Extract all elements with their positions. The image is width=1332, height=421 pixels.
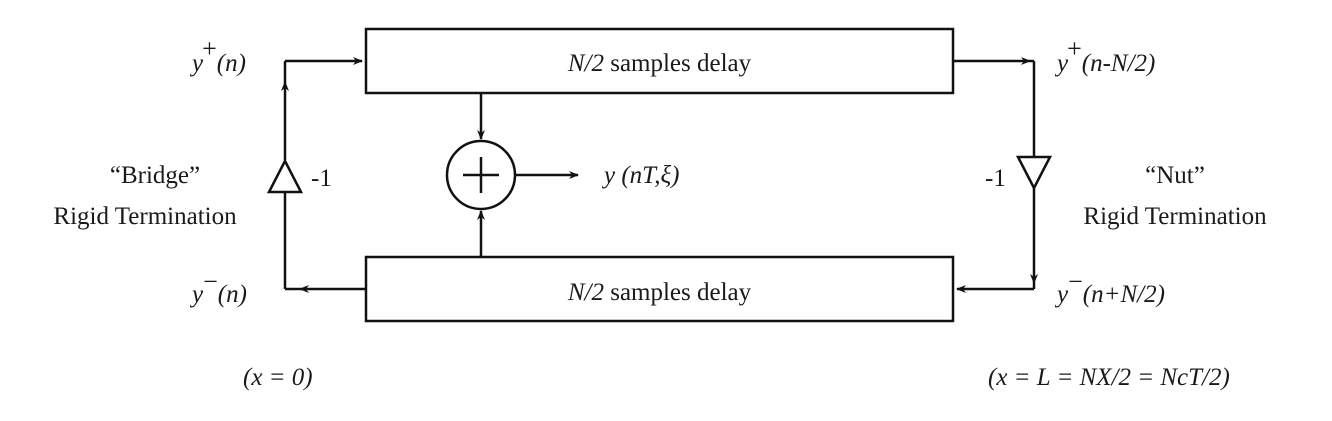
left-position-label: (x = 0) xyxy=(243,364,313,391)
top-delay-label: N/2 samples delay xyxy=(366,50,953,78)
right-inverter-triangle xyxy=(1015,155,1053,191)
signal-y-minus-n-plus-half: y−(n+N/2) xyxy=(1057,267,1165,308)
signal-y-plus-n-minus-half: y+(n-N/2) xyxy=(1057,34,1156,77)
left-rigid-termination-label: Rigid Termination xyxy=(53,203,237,230)
right-rigid-termination-label: Rigid Termination xyxy=(1083,203,1267,230)
output-signal-label: y (nT,ξ) xyxy=(604,162,680,189)
bridge-label: “Bridge” xyxy=(109,162,201,189)
bottom-delay-prefix: N/2 xyxy=(567,279,604,306)
right-position-label: (x = L = NX/2 = NcT/2) xyxy=(988,364,1230,391)
top-delay-prefix: N/2 xyxy=(567,50,604,77)
top-delay-text: samples delay xyxy=(603,50,752,77)
signal-y-minus-n: y−(n) xyxy=(192,267,247,308)
bottom-delay-label: N/2 samples delay xyxy=(366,279,953,307)
bottom-delay-box xyxy=(364,255,955,323)
bottom-delay-text: samples delay xyxy=(603,279,752,306)
right-gain-label: -1 xyxy=(985,165,1006,192)
left-inverter-triangle xyxy=(266,158,304,194)
nut-label: “Nut” xyxy=(1145,162,1205,189)
top-delay-box xyxy=(364,27,955,95)
left-gain-label: -1 xyxy=(311,165,332,192)
signal-y-plus-n: y+(n) xyxy=(192,34,246,77)
